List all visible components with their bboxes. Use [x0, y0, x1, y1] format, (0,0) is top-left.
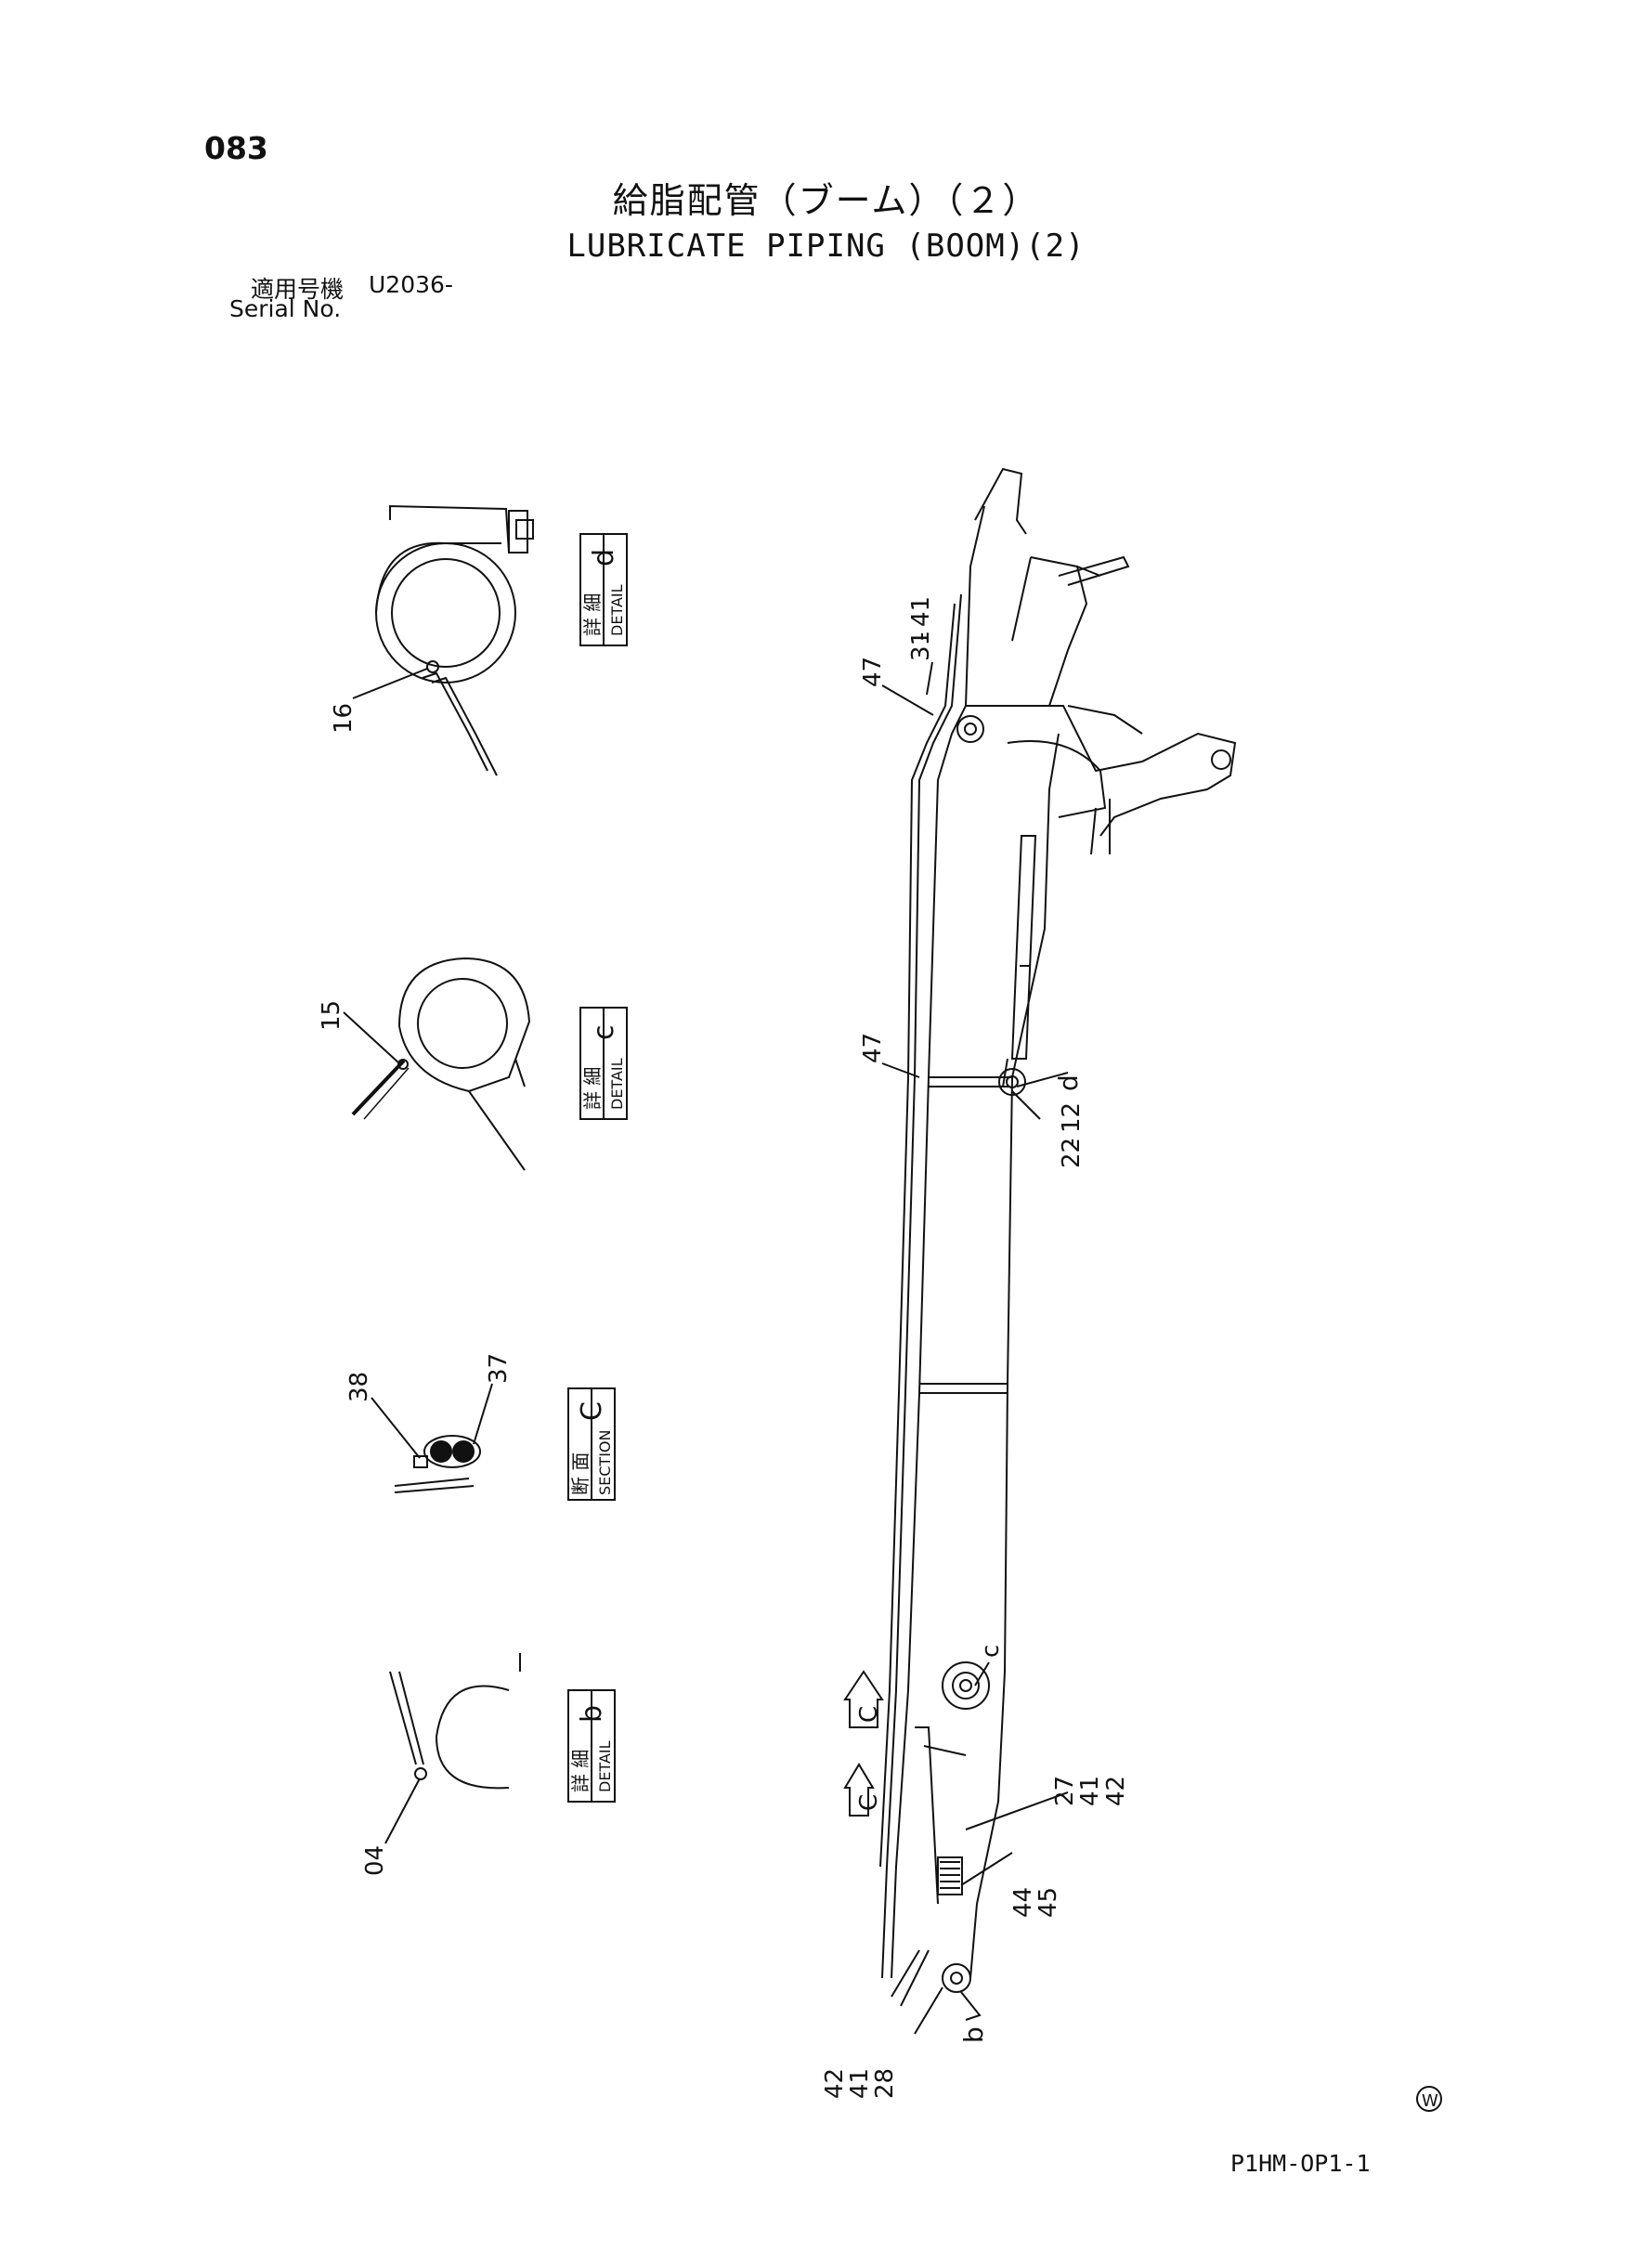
- callout-section-c-2: C: [855, 1794, 883, 1811]
- callout-lower-44: 44: [1009, 1887, 1037, 1918]
- detail-b-label-en: DETAIL: [596, 1740, 614, 1792]
- callout-top-31: 31: [907, 631, 935, 661]
- detail-c-drawing: [343, 957, 628, 1171]
- detail-d-label-en: DETAIL: [608, 584, 626, 636]
- callout-detail-d: d: [1053, 1074, 1084, 1091]
- detail-b-label-ja: 詳 細: [569, 1750, 592, 1792]
- section-c-part-37: 37: [485, 1353, 513, 1384]
- callout-section-c-1: C: [855, 1706, 883, 1723]
- boom-drawing: [843, 467, 1237, 2035]
- svg-text:-: -: [1058, 1139, 1086, 1147]
- callout-mid-22: 22: [1058, 1138, 1086, 1168]
- w-mark-letter: W: [1422, 2091, 1438, 2111]
- detail-c-label-en: DETAIL: [608, 1058, 626, 1110]
- callout-detail-c: c: [977, 1645, 1005, 1658]
- document-id: P1HM-OP1-1: [1230, 2150, 1371, 2177]
- detail-c-letter: c: [588, 1025, 620, 1041]
- section-c-label-ja: 断 面: [569, 1452, 592, 1495]
- callout-lower-42: 42: [1102, 1776, 1130, 1806]
- section-c-part-38: 38: [345, 1372, 373, 1402]
- section-c-letter: C: [576, 1401, 608, 1421]
- serial-label-japanese: 適用号機: [251, 276, 345, 303]
- callout-left-upper: 47: [859, 657, 887, 687]
- callout-left-mid: 47: [859, 1033, 887, 1063]
- page-number: 083: [204, 130, 268, 166]
- detail-b-letter: b: [576, 1705, 608, 1723]
- callout-lower-27: 27: [1051, 1776, 1079, 1806]
- w-mark-icon: [1416, 2086, 1442, 2112]
- section-c-drawing: [371, 1383, 616, 1501]
- detail-d-part: 16: [330, 703, 358, 734]
- svg-text:-: -: [907, 632, 935, 641]
- callout-lower-45: 45: [1034, 1887, 1062, 1918]
- detail-d-drawing: [352, 504, 628, 776]
- callout-bottom-28: 28: [871, 2068, 899, 2099]
- detail-c-part: 15: [318, 1000, 345, 1031]
- title-japanese: 給脂配管（ブーム）（２）: [612, 180, 1040, 221]
- detail-d-letter: d: [588, 549, 620, 566]
- detail-b-drawing: [384, 1653, 616, 1844]
- callout-bottom-42: 42: [821, 2068, 849, 2099]
- callout-detail-b: b: [958, 2026, 989, 2043]
- detail-d-label-ja: 詳 細: [581, 593, 604, 636]
- detail-c-label-ja: 詳 細: [581, 1067, 604, 1110]
- serial-value: U2036-: [369, 271, 453, 298]
- section-c-label-en: SECTION: [596, 1430, 614, 1496]
- callout-lower-41: 41: [1076, 1776, 1104, 1806]
- callout-bottom-41: 41: [846, 2068, 874, 2099]
- serial-label-english: Serial No.: [229, 295, 342, 322]
- title-english: LUBRICATE PIPING (BOOM)(2): [566, 228, 1086, 265]
- callout-top-41: 41: [907, 596, 935, 627]
- callout-mid-12: 12: [1058, 1102, 1086, 1133]
- detail-b-part: 04: [361, 1845, 389, 1876]
